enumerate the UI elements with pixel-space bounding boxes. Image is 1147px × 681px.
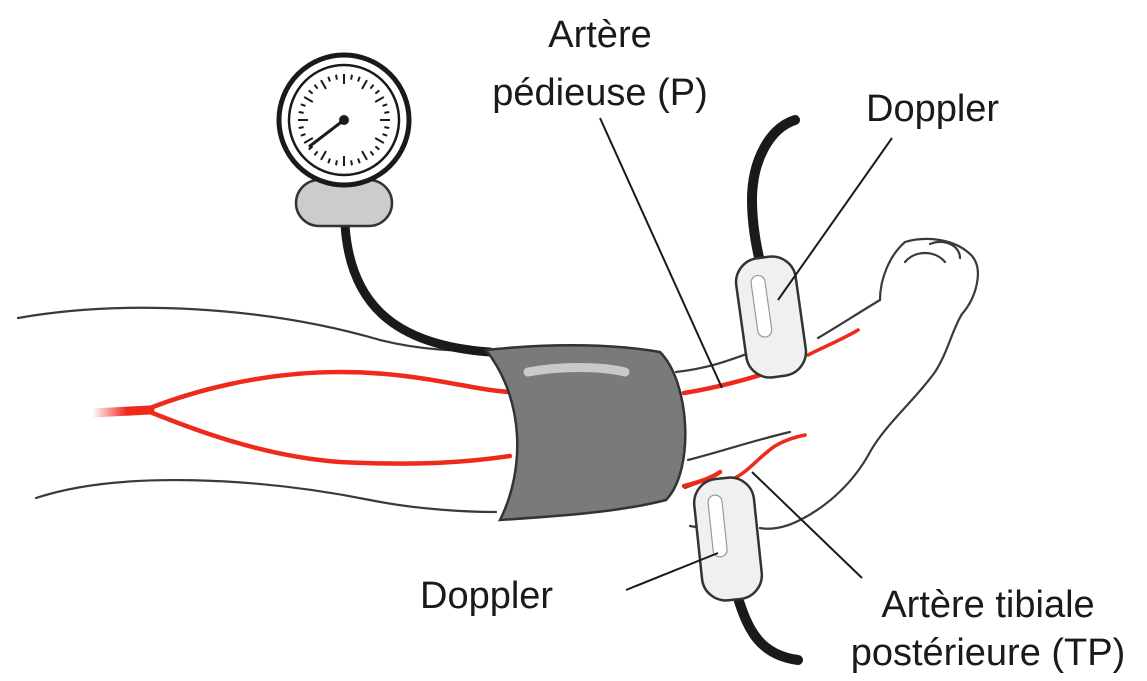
doppler-probe-bottom-icon: [692, 475, 798, 660]
gauge-tube: [345, 225, 490, 352]
gauge-tick: [384, 127, 389, 128]
leg-outline: [18, 239, 978, 529]
gauge-tick: [351, 75, 352, 80]
blood-pressure-cuff: [486, 345, 685, 520]
label-pedal-artery-line2: pédieuse (P): [470, 70, 730, 116]
gauge-tick: [336, 75, 337, 80]
doppler-probe-top-icon: [733, 120, 809, 381]
gauge-tick: [299, 127, 304, 128]
gauge-tick: [336, 160, 337, 165]
sphygmomanometer-gauge-icon: [279, 55, 409, 226]
label-doppler-top: Doppler: [866, 86, 999, 132]
label-tibial-artery-line2: postérieure (TP): [832, 630, 1144, 676]
gauge-tick: [384, 112, 389, 113]
label-pedal-artery-line1: Artère: [470, 12, 730, 58]
gauge-tick: [299, 112, 304, 113]
gauge-tick: [351, 160, 352, 165]
label-doppler-bottom: Doppler: [420, 573, 553, 619]
label-tibial-artery-line1: Artère tibiale: [832, 582, 1144, 628]
